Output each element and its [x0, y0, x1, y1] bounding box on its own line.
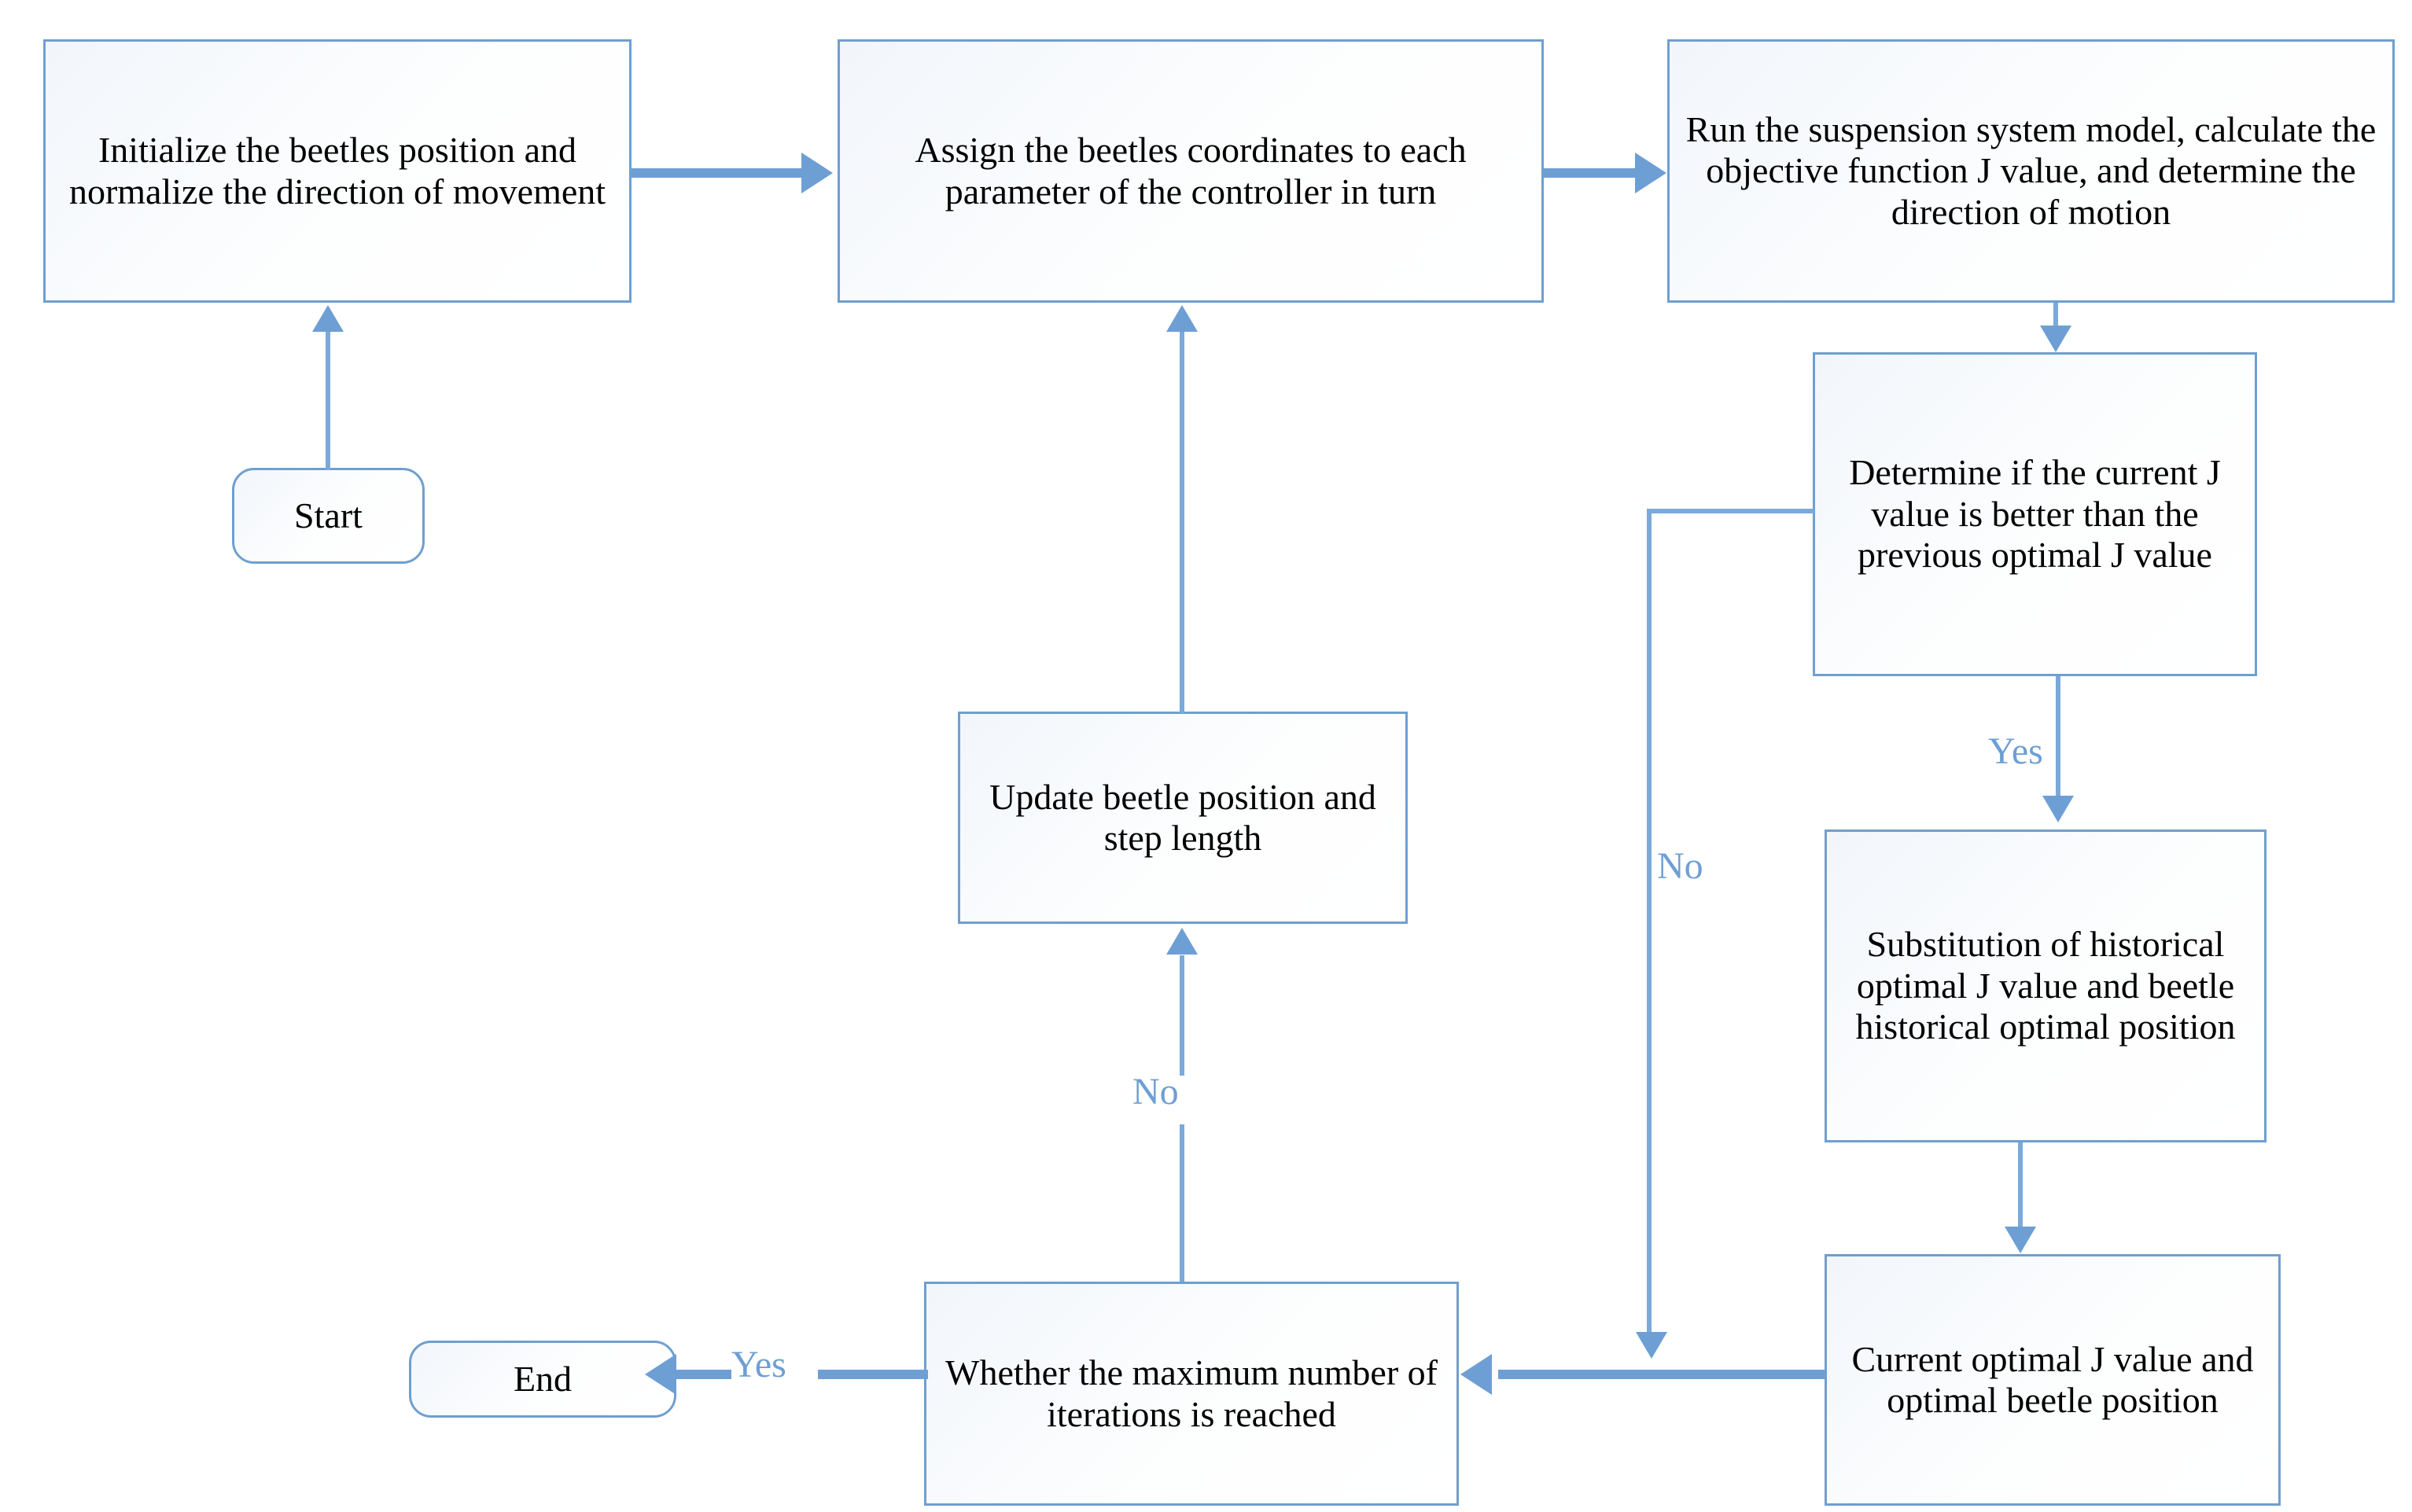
edge-run-model-to-determine-arrowhead — [2040, 326, 2071, 352]
node-initialize-label: Initialize the beetles position and norm… — [68, 130, 606, 212]
edge-initialize-to-assign-arrowhead — [801, 153, 833, 193]
node-assign-label: Assign the beetles coordinates to each p… — [915, 130, 1467, 212]
edge-start-to-initialize-arrowhead — [312, 305, 344, 332]
node-determine-j[interactable]: Determine if the current J value is bett… — [1813, 352, 2257, 676]
edge-label-determine-yes: Yes — [1988, 730, 2043, 772]
edge-label-determine-no: No — [1657, 845, 1703, 887]
edge-assign-to-run-model-line — [1544, 168, 1635, 178]
node-run-model-label: Run the suspension system model, calcula… — [1685, 109, 2377, 232]
edge-run-model-to-determine-line — [2053, 303, 2058, 334]
edge-initialize-to-assign-line — [632, 168, 801, 178]
node-update-beetle[interactable]: Update beetle position and step length — [958, 712, 1408, 924]
node-run-model[interactable]: Run the suspension system model, calcula… — [1667, 39, 2395, 303]
edge-substitution-to-current-arrowhead — [2005, 1227, 2036, 1253]
node-substitution[interactable]: Substitution of historical optimal J val… — [1825, 830, 2267, 1142]
node-end-label: End — [513, 1358, 573, 1399]
edge-whether-no-arrowhead — [1166, 928, 1198, 955]
node-start-label: Start — [294, 495, 363, 535]
node-substitution-label: Substitution of historical optimal J val… — [1855, 924, 2236, 1047]
node-current-optimal-label: Current optimal J value and optimal beet… — [1851, 1338, 2254, 1420]
node-determine-j-label: Determine if the current J value is bett… — [1849, 452, 2221, 576]
edge-assign-to-run-model-arrowhead — [1635, 153, 1666, 193]
edge-substitution-to-current-line — [2018, 1142, 2023, 1233]
edge-determine-no-arrowhead — [1636, 1332, 1667, 1359]
edge-whether-yes-line-b — [676, 1370, 731, 1379]
edge-label-whether-yes: Yes — [731, 1344, 786, 1385]
edge-determine-no-vertical — [1647, 509, 1652, 1338]
edge-whether-no-line-upper — [1180, 955, 1184, 1076]
edge-update-to-assign-line — [1180, 330, 1184, 713]
edge-update-to-assign-arrowhead — [1166, 305, 1198, 332]
edge-current-to-whether-arrowhead — [1460, 1354, 1492, 1395]
node-whether-max-iterations-label: Whether the maximum number of iterations… — [945, 1352, 1438, 1434]
node-whether-max-iterations[interactable]: Whether the maximum number of iterations… — [924, 1282, 1459, 1506]
edge-determine-yes-arrowhead — [2042, 796, 2074, 822]
node-end[interactable]: End — [409, 1341, 676, 1418]
edge-determine-no-horizontal — [1647, 509, 1814, 513]
node-current-optimal[interactable]: Current optimal J value and optimal beet… — [1825, 1254, 2281, 1506]
node-start[interactable]: Start — [232, 468, 425, 564]
edge-whether-yes-line — [818, 1370, 928, 1379]
edge-whether-no-line-lower — [1180, 1124, 1184, 1282]
edge-current-to-whether-line — [1498, 1370, 1827, 1379]
edge-whether-yes-arrowhead — [645, 1354, 676, 1395]
node-update-beetle-label: Update beetle position and step length — [989, 776, 1376, 858]
edge-start-to-initialize-line — [326, 330, 330, 470]
node-assign[interactable]: Assign the beetles coordinates to each p… — [838, 39, 1544, 303]
edge-determine-yes-line — [2056, 676, 2060, 802]
edge-label-whether-no: No — [1132, 1071, 1179, 1113]
node-initialize[interactable]: Initialize the beetles position and norm… — [43, 39, 632, 303]
